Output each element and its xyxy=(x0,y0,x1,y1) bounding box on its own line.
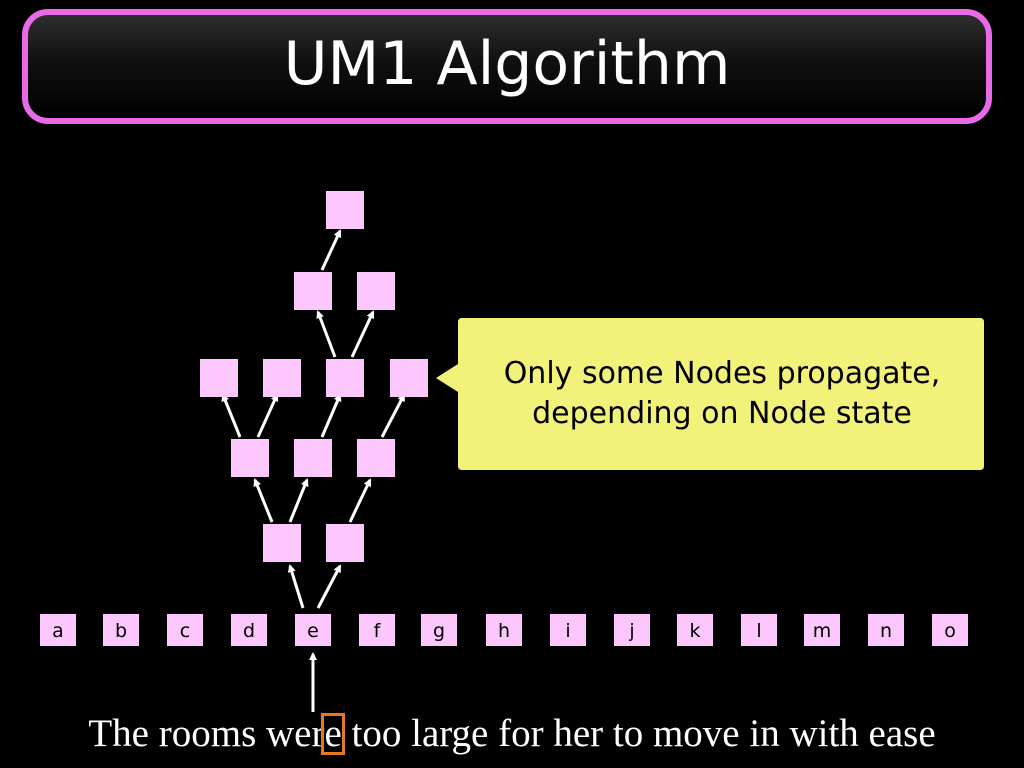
letter-label: a xyxy=(52,620,64,642)
letter-node-i: i xyxy=(550,614,586,646)
letter-node-j: j xyxy=(614,614,650,646)
letter-node-l: l xyxy=(741,614,777,646)
arrow-l1a-to-l2b xyxy=(288,478,309,523)
node-level5 xyxy=(326,191,364,229)
letter-node-o: o xyxy=(932,614,968,646)
node-level4-b xyxy=(357,272,395,310)
arrows-group xyxy=(221,229,406,712)
letter-node-a: a xyxy=(40,614,76,646)
arrow-e-to-l1a xyxy=(287,564,305,609)
letter-node-e: e xyxy=(295,614,331,646)
tree-nodes xyxy=(200,191,428,562)
arrow-l2b-to-l3c xyxy=(320,393,342,438)
letter-label: c xyxy=(180,620,190,642)
letter-node-c: c xyxy=(167,614,203,646)
letter-node-h: h xyxy=(486,614,522,646)
node-level1-a xyxy=(263,524,301,562)
arrow-l4a-to-l5 xyxy=(320,229,342,271)
letter-node-m: m xyxy=(804,614,840,646)
letter-label: j xyxy=(628,620,634,642)
callout-line-1: Only some Nodes propagate, xyxy=(503,356,941,391)
arrow-l1a-to-l2a xyxy=(253,478,274,523)
input-sentence: The rooms were too large for her to move… xyxy=(0,711,1024,756)
callout-bubble xyxy=(436,318,984,470)
letter-label: n xyxy=(880,620,892,642)
arrow-l3c-to-l4a xyxy=(316,310,337,358)
letter-label: m xyxy=(813,620,832,642)
letter-label: h xyxy=(498,620,510,642)
arrow-l2a-to-l3b xyxy=(256,393,279,438)
node-level4-a xyxy=(294,272,332,310)
node-level2-c xyxy=(357,439,395,477)
letter-node-n: n xyxy=(868,614,904,646)
letter-node-d: d xyxy=(231,614,267,646)
letter-node-g: g xyxy=(421,614,457,646)
sentence-before: The rooms wer xyxy=(88,712,325,755)
arrow-e-to-l1b xyxy=(316,564,342,609)
letter-node-b: b xyxy=(103,614,139,646)
node-level3-a xyxy=(200,359,238,397)
title-box: UM1 Algorithm xyxy=(22,9,992,124)
arrow-l2a-to-l3a xyxy=(221,393,242,438)
node-level3-d xyxy=(390,359,428,397)
node-level2-b xyxy=(294,439,332,477)
arrow-l2c-to-l3d xyxy=(380,393,406,438)
callout-text: Only some Nodes propagate, depending on … xyxy=(462,318,982,470)
letter-row: a b c d e f g h i j k l m n o xyxy=(40,614,968,646)
node-level2-a xyxy=(231,439,269,477)
letter-label: f xyxy=(374,620,382,642)
letter-label: k xyxy=(689,620,700,642)
callout-line-2: depending on Node state xyxy=(532,396,912,431)
node-level1-b xyxy=(326,524,364,562)
sentence-after: too large for her to move in with ease xyxy=(341,712,936,755)
arrow-l3c-to-l4b xyxy=(350,310,375,358)
letter-label: g xyxy=(433,620,445,642)
letter-label: b xyxy=(115,620,127,642)
letter-node-k: k xyxy=(677,614,713,646)
letter-label: o xyxy=(944,620,956,642)
letter-label: l xyxy=(756,620,761,642)
node-level3-b xyxy=(263,359,301,397)
letter-label: d xyxy=(243,620,255,642)
letter-node-f: f xyxy=(359,614,395,646)
arrow-l1b-to-l2c xyxy=(348,478,372,523)
letter-label: i xyxy=(565,620,570,642)
highlighted-character: e xyxy=(321,712,345,755)
node-level3-c xyxy=(326,359,364,397)
slide-title: UM1 Algorithm xyxy=(283,28,731,99)
letter-label: e xyxy=(307,620,319,642)
